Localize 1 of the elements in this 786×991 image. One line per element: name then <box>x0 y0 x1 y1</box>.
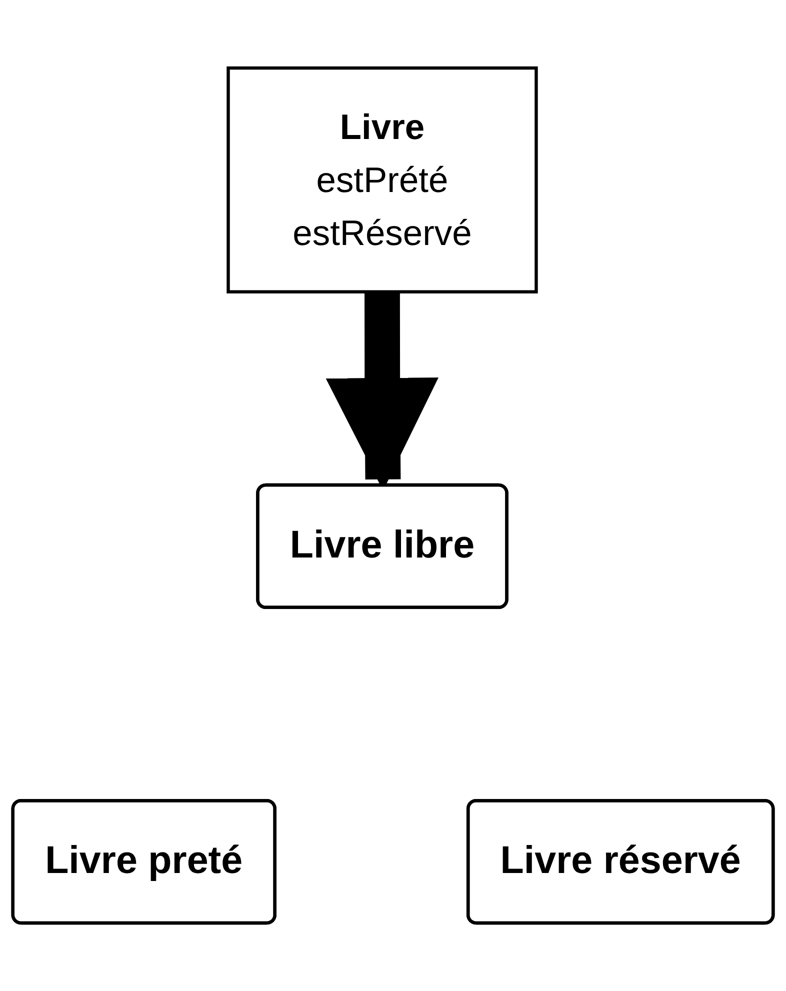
node-box: Livre estPrété estRéservé <box>226 66 538 294</box>
